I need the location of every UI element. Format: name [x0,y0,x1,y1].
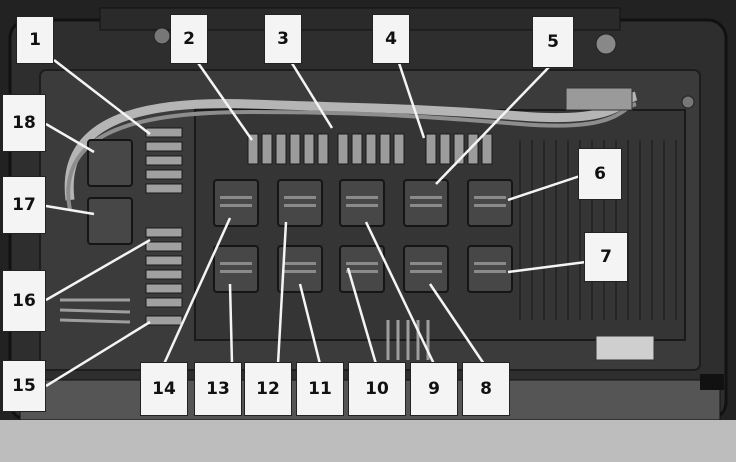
callout-9: 9 [410,362,458,416]
clip-slot [700,374,724,390]
callout-12: 12 [244,362,292,416]
left-fuse-column [145,127,183,326]
callout-7: 7 [584,232,628,282]
bolt-right [595,33,617,55]
bottom-wires [59,298,430,360]
relay-row-2 [213,245,513,293]
callout-15: 15 [2,360,46,412]
foreground-surface [0,420,736,462]
relay-label-strips [220,196,506,273]
callout-14: 14 [140,362,188,416]
callout-10: 10 [348,362,406,416]
wire-harness-2 [66,102,637,211]
callout-1: 1 [16,16,54,64]
callout-17: 17 [2,176,46,234]
callout-18: 18 [2,94,46,152]
callout-13: 13 [194,362,242,416]
top-edge [99,7,621,31]
connector-bottom-right [595,335,655,361]
callout-4: 4 [372,14,410,64]
bolt-side [681,95,695,109]
leader-lines [45,59,587,388]
callout-6: 6 [578,148,622,200]
callout-16: 16 [2,270,46,332]
bolt-left [153,27,171,45]
left-relays [87,139,133,245]
callout-8: 8 [462,362,510,416]
wire-harness [64,91,638,201]
callout-3: 3 [264,14,302,64]
callout-5: 5 [532,16,574,68]
top-fuse-row [247,133,493,165]
wire-connector-top [565,87,633,111]
relay-row-1 [213,179,513,227]
callout-2: 2 [170,14,208,64]
callout-11: 11 [296,362,344,416]
